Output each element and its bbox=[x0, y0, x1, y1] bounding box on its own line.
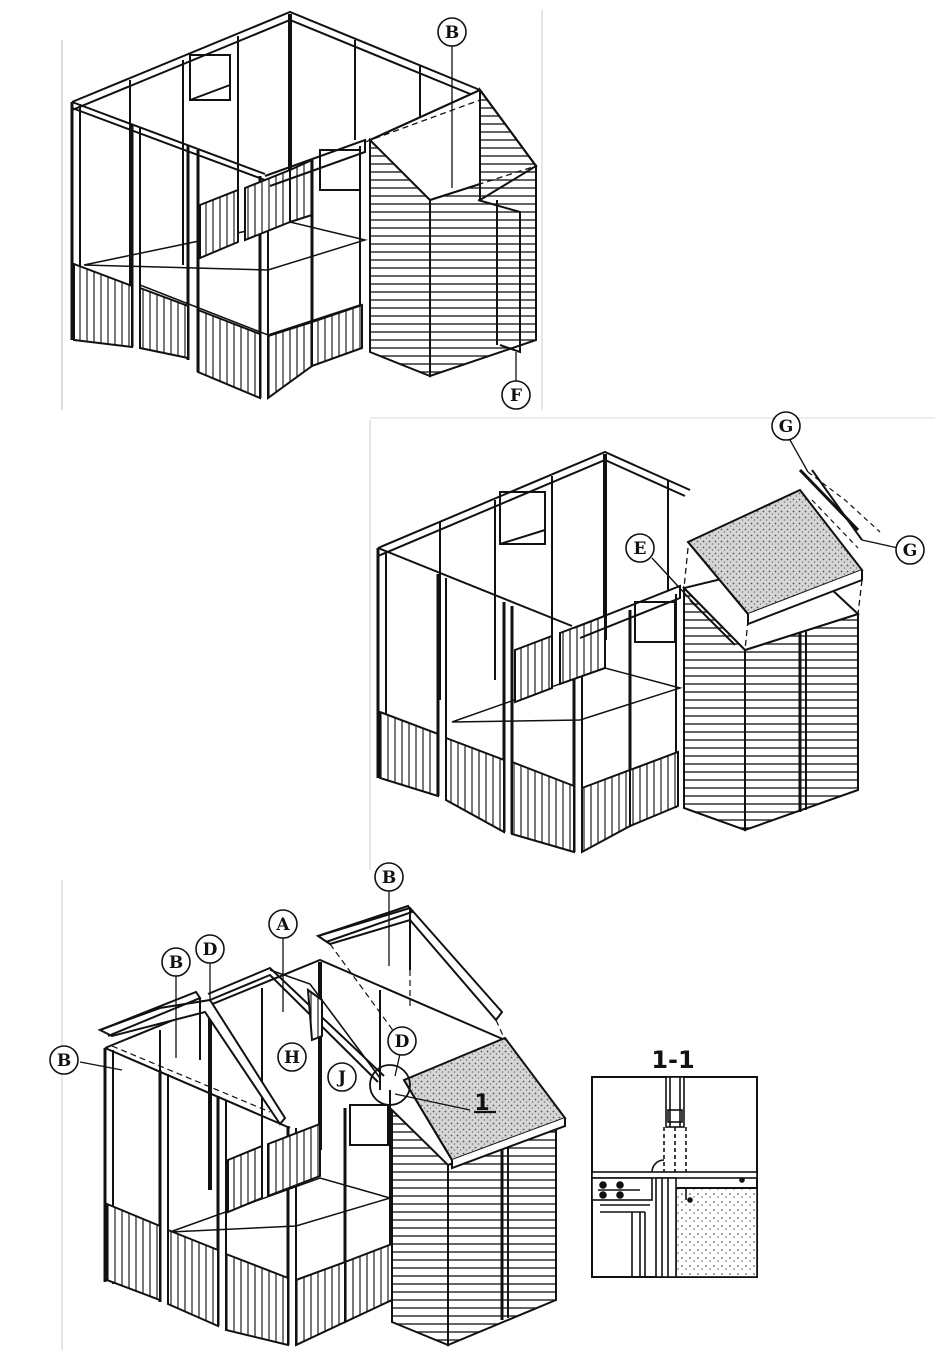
callout-j-fig3: J bbox=[328, 1063, 356, 1091]
detail-title: 1-1 bbox=[651, 1046, 694, 1074]
callout-g-top-fig2: G bbox=[772, 412, 800, 440]
svg-text:J: J bbox=[336, 1068, 346, 1088]
svg-text:A: A bbox=[275, 915, 290, 935]
callout-g-right-fig2: G bbox=[896, 536, 924, 564]
callout-d-lower-fig3: D bbox=[388, 1027, 416, 1055]
callout-f-fig1: F bbox=[502, 381, 530, 409]
svg-text:G: G bbox=[779, 417, 794, 437]
detail-section-1-1 bbox=[592, 1077, 757, 1277]
svg-text:D: D bbox=[395, 1032, 410, 1052]
figure-2-shed-roof-install bbox=[370, 418, 935, 870]
svg-text:D: D bbox=[203, 940, 218, 960]
callout-d-upper-fig3: D bbox=[196, 935, 224, 963]
callout-b-fig1: B bbox=[438, 18, 466, 46]
callout-e-fig2: E bbox=[626, 534, 654, 562]
section-marker-1: 1 bbox=[474, 1091, 489, 1116]
svg-text:B: B bbox=[169, 953, 183, 973]
svg-text:F: F bbox=[510, 386, 522, 406]
callout-b-top-fig3: B bbox=[375, 863, 403, 891]
callout-h-fig3: H bbox=[278, 1043, 306, 1071]
svg-text:B: B bbox=[445, 23, 459, 43]
callout-b-mid-fig3: B bbox=[162, 948, 190, 976]
callout-b-left-fig3: B bbox=[50, 1046, 78, 1074]
svg-text:H: H bbox=[284, 1048, 300, 1068]
svg-text:B: B bbox=[57, 1051, 71, 1071]
svg-text:B: B bbox=[382, 868, 396, 888]
svg-text:E: E bbox=[634, 539, 647, 559]
callout-a-fig3: A bbox=[269, 910, 297, 938]
figure-1-frame-with-shed bbox=[62, 10, 542, 410]
svg-text:G: G bbox=[903, 541, 918, 561]
